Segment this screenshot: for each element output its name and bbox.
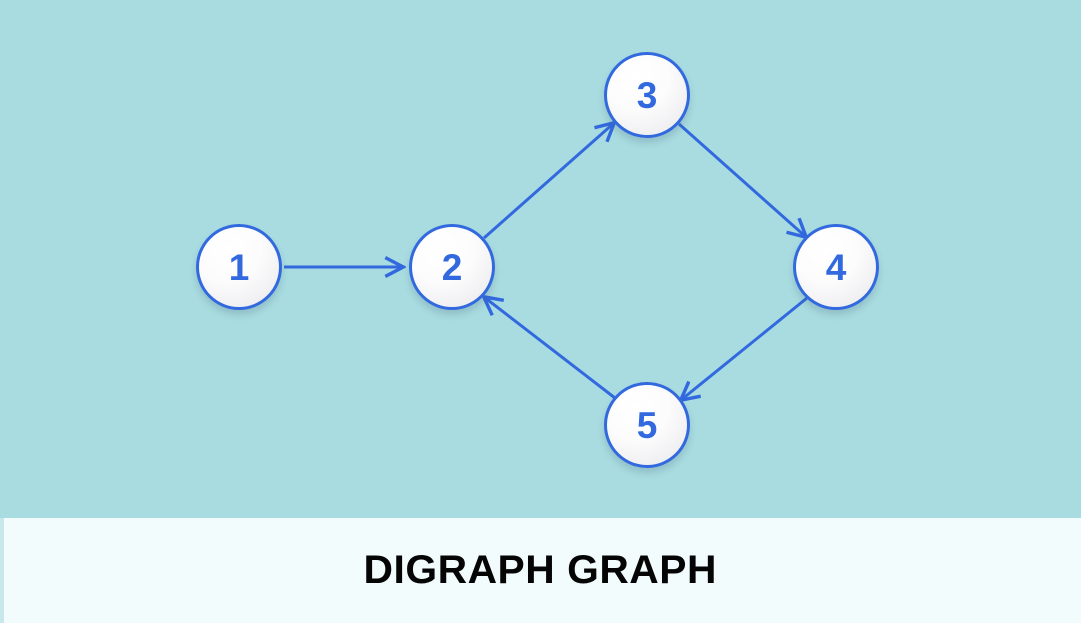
diagram-canvas: 1 2 3 4 5 xyxy=(0,0,1081,518)
edge-4-to-5 xyxy=(681,296,808,400)
edge-3-to-4 xyxy=(678,122,806,237)
graph-node-4[interactable]: 4 xyxy=(793,224,879,310)
edge-5-to-2 xyxy=(484,297,616,400)
node-label: 2 xyxy=(441,246,463,288)
caption-left-strip xyxy=(0,518,4,623)
caption-band: DIGRAPH GRAPH xyxy=(0,518,1081,623)
graph-node-1[interactable]: 1 xyxy=(196,224,282,310)
node-label: 3 xyxy=(636,74,658,116)
node-label: 5 xyxy=(636,404,658,446)
edge-2-to-3 xyxy=(483,123,614,240)
edge-layer xyxy=(284,0,1081,518)
node-label: 1 xyxy=(228,246,250,288)
graph-node-5[interactable]: 5 xyxy=(604,382,690,468)
node-label: 4 xyxy=(825,246,847,288)
figure-caption: DIGRAPH GRAPH xyxy=(363,548,718,592)
graph-node-3[interactable]: 3 xyxy=(604,52,690,138)
graph-node-2[interactable]: 2 xyxy=(409,224,495,310)
